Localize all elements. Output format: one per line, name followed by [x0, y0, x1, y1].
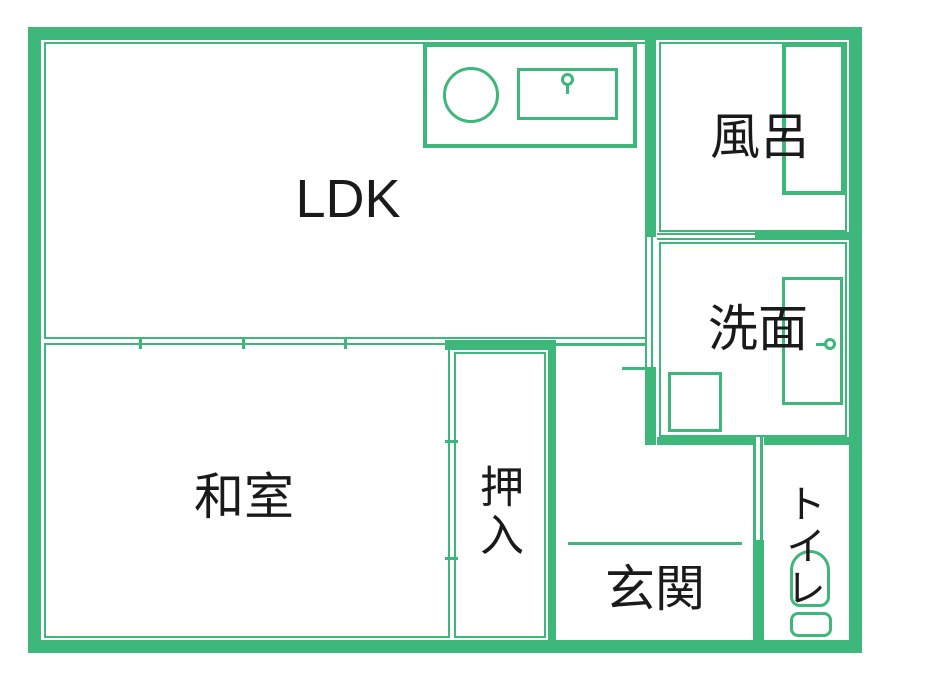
wall-washroom-left-lower: [645, 367, 656, 445]
fusuma-tick: [242, 337, 245, 349]
wall-outer-right: [849, 27, 862, 653]
fusuma-tick: [344, 337, 347, 349]
bath-label: 風呂: [710, 109, 810, 165]
wall-outer-bottom: [28, 640, 862, 653]
toilet-bowl-icon: [790, 550, 830, 607]
wall-outer-top: [28, 27, 862, 40]
fusuma-tick: [139, 337, 142, 349]
wall-closet-top: [445, 340, 556, 350]
sink-faucet-icon: [561, 73, 574, 86]
washroom-door-tick: [622, 367, 647, 370]
vanity-faucet-icon: [824, 338, 836, 350]
closet-door-tick: [445, 440, 458, 443]
washroom-door-line: [651, 237, 653, 367]
wall-ldk-bath: [645, 40, 656, 237]
genkan-step-line: [568, 542, 742, 545]
toilet-door-line: [760, 437, 763, 540]
japanese-room-label: 和室: [194, 469, 294, 525]
wall-closet-right: [548, 340, 556, 640]
washroom-label: 洗面: [708, 301, 808, 357]
ldk-label: LDK: [295, 169, 401, 229]
wall-washroom-bottom-left: [657, 437, 753, 445]
washing-machine-pan: [668, 372, 722, 432]
bath-door-line: [657, 238, 755, 240]
room-japanese: [44, 343, 450, 638]
room-closet: [454, 352, 546, 638]
closet-label: 押入: [473, 464, 522, 560]
wall-outer-left: [28, 27, 41, 653]
bath-door-line: [657, 233, 755, 235]
vanity-faucet-stem: [816, 343, 825, 346]
hallway-boundary-line: [556, 343, 645, 346]
sink-faucet-stem: [566, 85, 569, 94]
wall-bath-bottom: [755, 232, 849, 240]
entrance-label: 玄関: [605, 561, 705, 617]
wall-toilet-left-lower: [753, 540, 764, 640]
toilet-label: トイレ: [780, 483, 824, 609]
stove-burner-icon: [443, 67, 499, 123]
washroom-door-line: [645, 237, 647, 367]
bathtub: [782, 43, 845, 195]
closet-door-tick: [445, 557, 458, 560]
toilet-tank-icon: [790, 612, 832, 637]
toilet-door-line: [753, 437, 756, 540]
wall-washroom-bottom-right: [764, 437, 849, 445]
